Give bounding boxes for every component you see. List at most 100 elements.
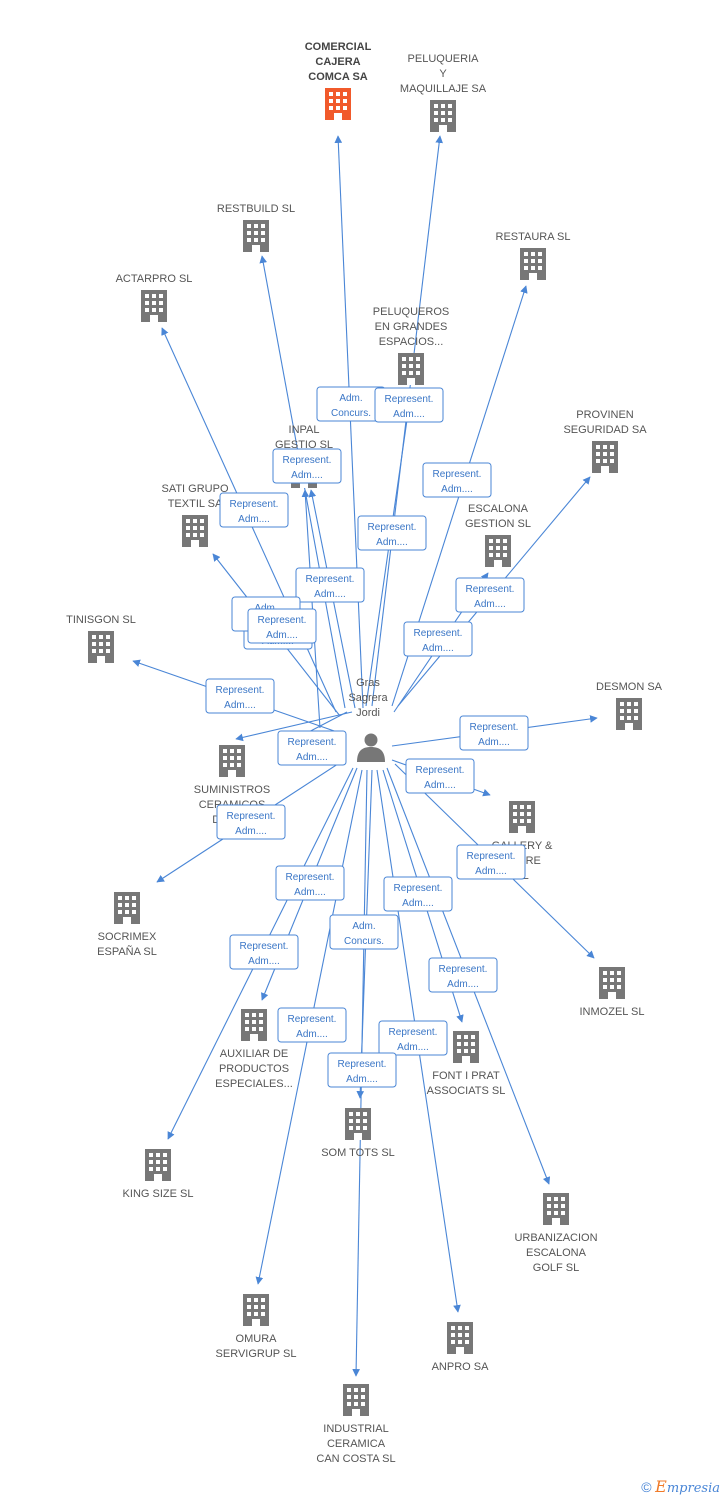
role-badge-box (205, 678, 275, 714)
role-badge-industrial-ceramica[interactable]: Represent.Adm.... (277, 730, 347, 766)
role-badge-escalona-gestion[interactable]: Represent.Adm.... (403, 621, 473, 657)
building-icon (520, 248, 546, 280)
company-name: RESTAURA SL (496, 231, 571, 243)
company-name: ESCALONA (526, 1247, 587, 1259)
company-node-king-size[interactable]: KING SIZE SL (123, 1149, 194, 1200)
company-node-actarpro[interactable]: ACTARPRO SL (116, 273, 193, 322)
role-badge-king-size[interactable]: Represent.Adm.... (383, 876, 453, 912)
role-badge-urbanizacion-escalona[interactable]: Represent.Adm.... (277, 1007, 347, 1043)
role-badge-box (403, 621, 473, 657)
role-badge-omura-servigrup[interactable]: Represent.Adm.... (378, 1020, 448, 1056)
role-badge-suministros-ceramicos[interactable]: Represent. Adm.... (405, 758, 475, 794)
company-name: SOCRIMEX (98, 931, 157, 943)
company-node-desmon[interactable]: DESMON SA (596, 681, 663, 730)
company-name: ESPECIALES... (215, 1078, 293, 1090)
company-name: ESCALONA (468, 503, 529, 515)
company-name: URBANIZACION (514, 1232, 597, 1244)
company-name: COMCA SA (308, 71, 368, 83)
building-icon (243, 1294, 269, 1326)
role-badge-restbuild[interactable]: Represent.Adm.... (272, 448, 342, 484)
role-badge-text: Adm.... (235, 826, 267, 837)
company-node-restbuild[interactable]: RESTBUILD SL (217, 203, 295, 252)
role-badge-box (272, 448, 342, 484)
role-badge-text: Represent. (470, 722, 519, 733)
company-name: AUXILIAR DE (220, 1048, 288, 1060)
role-badge-box (428, 957, 498, 993)
company-name: INMOZEL SL (580, 1006, 645, 1018)
role-badge-text: Represent. (385, 394, 434, 405)
role-badge-text: Represent. (216, 685, 265, 696)
role-badge-som-tots[interactable]: Represent.Adm.... (229, 934, 299, 970)
person-name: Gras (356, 677, 380, 689)
role-badge-peluqueria-maquillaje[interactable]: Represent.Adm.... (374, 387, 444, 423)
company-name: CAN COSTA SL (316, 1453, 395, 1465)
role-badge-box (295, 567, 365, 603)
role-badge-gallery-store[interactable]: Represent.Adm.... (216, 804, 286, 840)
role-badge-inpal-gestio[interactable]: Represent.Adm.... (247, 608, 317, 644)
role-badge-text: Adm.... (314, 589, 346, 600)
role-badge-desmon[interactable]: Represent.Adm.... (459, 715, 529, 751)
role-badge-inpal-gestio[interactable]: Represent. Adm.... (295, 567, 365, 603)
footer-brand[interactable]: © Empresia (641, 1477, 720, 1496)
company-node-inmozel[interactable]: INMOZEL SL (580, 967, 645, 1018)
role-badge-provinen-seguridad[interactable]: Represent.Adm.... (455, 577, 525, 613)
company-name: SUMINISTROS (194, 784, 270, 796)
company-name: GESTIO SL (275, 439, 333, 451)
role-badge-text: Adm.... (475, 866, 507, 877)
role-badge-tinisgon[interactable]: Represent.Adm.... (205, 678, 275, 714)
company-node-tinisgon[interactable]: TINISGON SL (66, 614, 136, 663)
company-node-auxiliar-productos[interactable]: AUXILIAR DE PRODUCTOS ESPECIALES... (215, 1009, 293, 1090)
role-badge-text: Adm. (339, 393, 362, 404)
company-name: PRODUCTOS (219, 1063, 289, 1075)
role-badge-inmozel[interactable]: Represent.Adm.... (275, 865, 345, 901)
role-badge-text: Adm.... (238, 514, 270, 525)
role-badge-text: Adm.... (376, 537, 408, 548)
role-badge-text: Adm.... (424, 780, 456, 791)
company-name: COMERCIAL (305, 41, 372, 53)
company-name: EN GRANDES (375, 321, 448, 333)
role-badge-text: Represent. (306, 574, 355, 585)
role-badge-text: Represent. (416, 765, 465, 776)
building-icon (453, 1031, 479, 1063)
company-name: SOM TOTS SL (321, 1147, 395, 1159)
company-name: Y (439, 68, 447, 80)
company-name: CERAMICA (327, 1438, 386, 1450)
role-badge-box (383, 876, 453, 912)
role-badge-restaura[interactable]: Represent.Adm.... (422, 462, 492, 498)
role-badge-auxiliar-productos[interactable]: Represent.Adm.... (428, 957, 498, 993)
role-badge-font-i-prat[interactable]: Adm.Concurs. (329, 914, 399, 950)
building-icon (447, 1322, 473, 1354)
role-badge-text: Adm.... (397, 1042, 429, 1053)
role-badge-actarpro[interactable]: Represent.Adm.... (219, 492, 289, 528)
company-name: ANPRO SA (432, 1361, 490, 1373)
role-badge-peluqueros-grandes[interactable]: Represent.Adm.... (357, 515, 427, 551)
role-badge-box (378, 1020, 448, 1056)
company-node-inpal-gestio[interactable]: INPAL GESTIO SL (275, 424, 333, 488)
role-badge-socrimex[interactable]: Represent.Adm.... (456, 844, 526, 880)
company-name: INPAL (289, 424, 320, 436)
role-badge-text: Adm.... (447, 979, 479, 990)
company-name: FONT I PRAT (432, 1070, 500, 1082)
building-icon (345, 1108, 371, 1140)
company-node-anpro[interactable]: ANPRO SA (432, 1322, 490, 1373)
role-badge-text: Adm.... (474, 599, 506, 610)
role-badge-anpro[interactable]: Represent.Adm.... (327, 1052, 397, 1088)
company-node-restaura[interactable]: RESTAURA SL (496, 231, 571, 280)
company-node-som-tots[interactable]: SOM TOTS SL (321, 1108, 395, 1159)
company-name: MAQUILLAJE SA (400, 83, 487, 95)
building-icon (88, 631, 114, 663)
role-badge-box (327, 1052, 397, 1088)
